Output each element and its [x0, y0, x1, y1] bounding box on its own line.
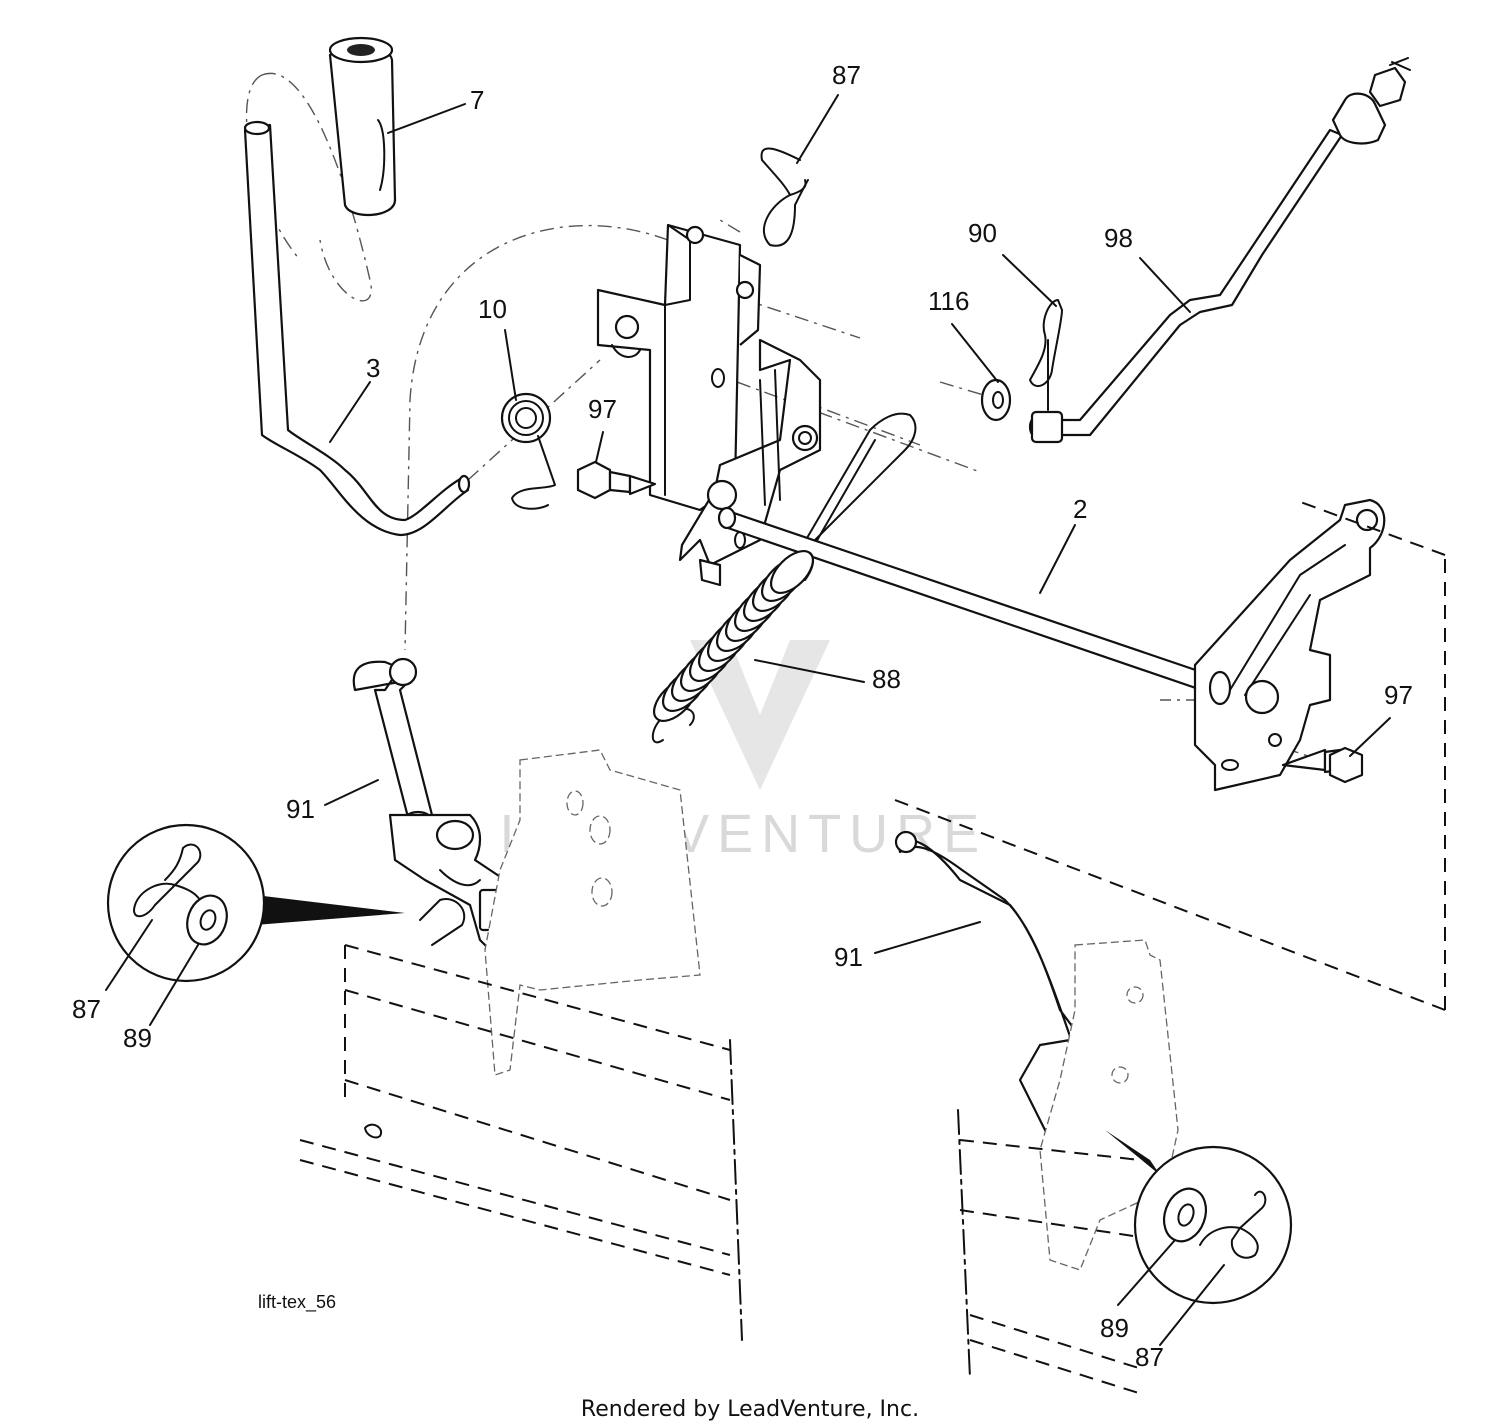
shoulder-bolt-left	[576, 460, 657, 500]
callout-88: 88	[872, 664, 901, 694]
callout-98: 98	[1104, 223, 1133, 253]
callout-7: 7	[470, 85, 484, 115]
callout-labels: 7 87 90 98 116 10 3 97 2 88 97 91 91 87 …	[72, 60, 1413, 1372]
lift-arm-left	[352, 657, 436, 838]
callout-2: 2	[1073, 494, 1087, 524]
callout-89-detail-right: 89	[1100, 1313, 1129, 1343]
callout-89-detail-left: 89	[123, 1023, 152, 1053]
lift-link-rod	[1028, 57, 1411, 444]
callout-90: 90	[968, 218, 997, 248]
callout-87-detail-left: 87	[72, 994, 101, 1024]
callout-3: 3	[366, 353, 380, 383]
callout-91-left: 91	[286, 794, 315, 824]
detail-circle-left	[106, 823, 405, 983]
leader-lines	[105, 94, 1391, 1346]
flat-washer-116	[980, 378, 1012, 422]
deck-frame-left	[299, 749, 743, 1341]
detail-circle-right	[1105, 1130, 1293, 1305]
link-bracket	[678, 338, 822, 587]
extension-spring	[651, 550, 815, 744]
callout-87-top: 87	[832, 60, 861, 90]
hairpin-clip-top	[760, 147, 809, 247]
figure-id: lift-tex_56	[258, 1292, 336, 1313]
handle-grip	[328, 36, 397, 217]
torsion-spring	[500, 392, 556, 510]
callout-116: 116	[928, 286, 969, 316]
callout-87-detail-right: 87	[1135, 1342, 1164, 1372]
spring-link-rod	[789, 412, 917, 566]
hairpin-clip-90	[1029, 299, 1063, 411]
callout-97-right: 97	[1384, 680, 1413, 710]
shoulder-bolt-right	[1281, 746, 1364, 784]
callout-91-right: 91	[834, 942, 863, 972]
callout-97-left: 97	[588, 394, 617, 424]
render-credit: Rendered by LeadVenture, Inc.	[581, 1397, 919, 1422]
right-lift-bracket	[1193, 498, 1386, 792]
callout-10: 10	[478, 294, 507, 324]
lift-lever	[243, 120, 471, 537]
